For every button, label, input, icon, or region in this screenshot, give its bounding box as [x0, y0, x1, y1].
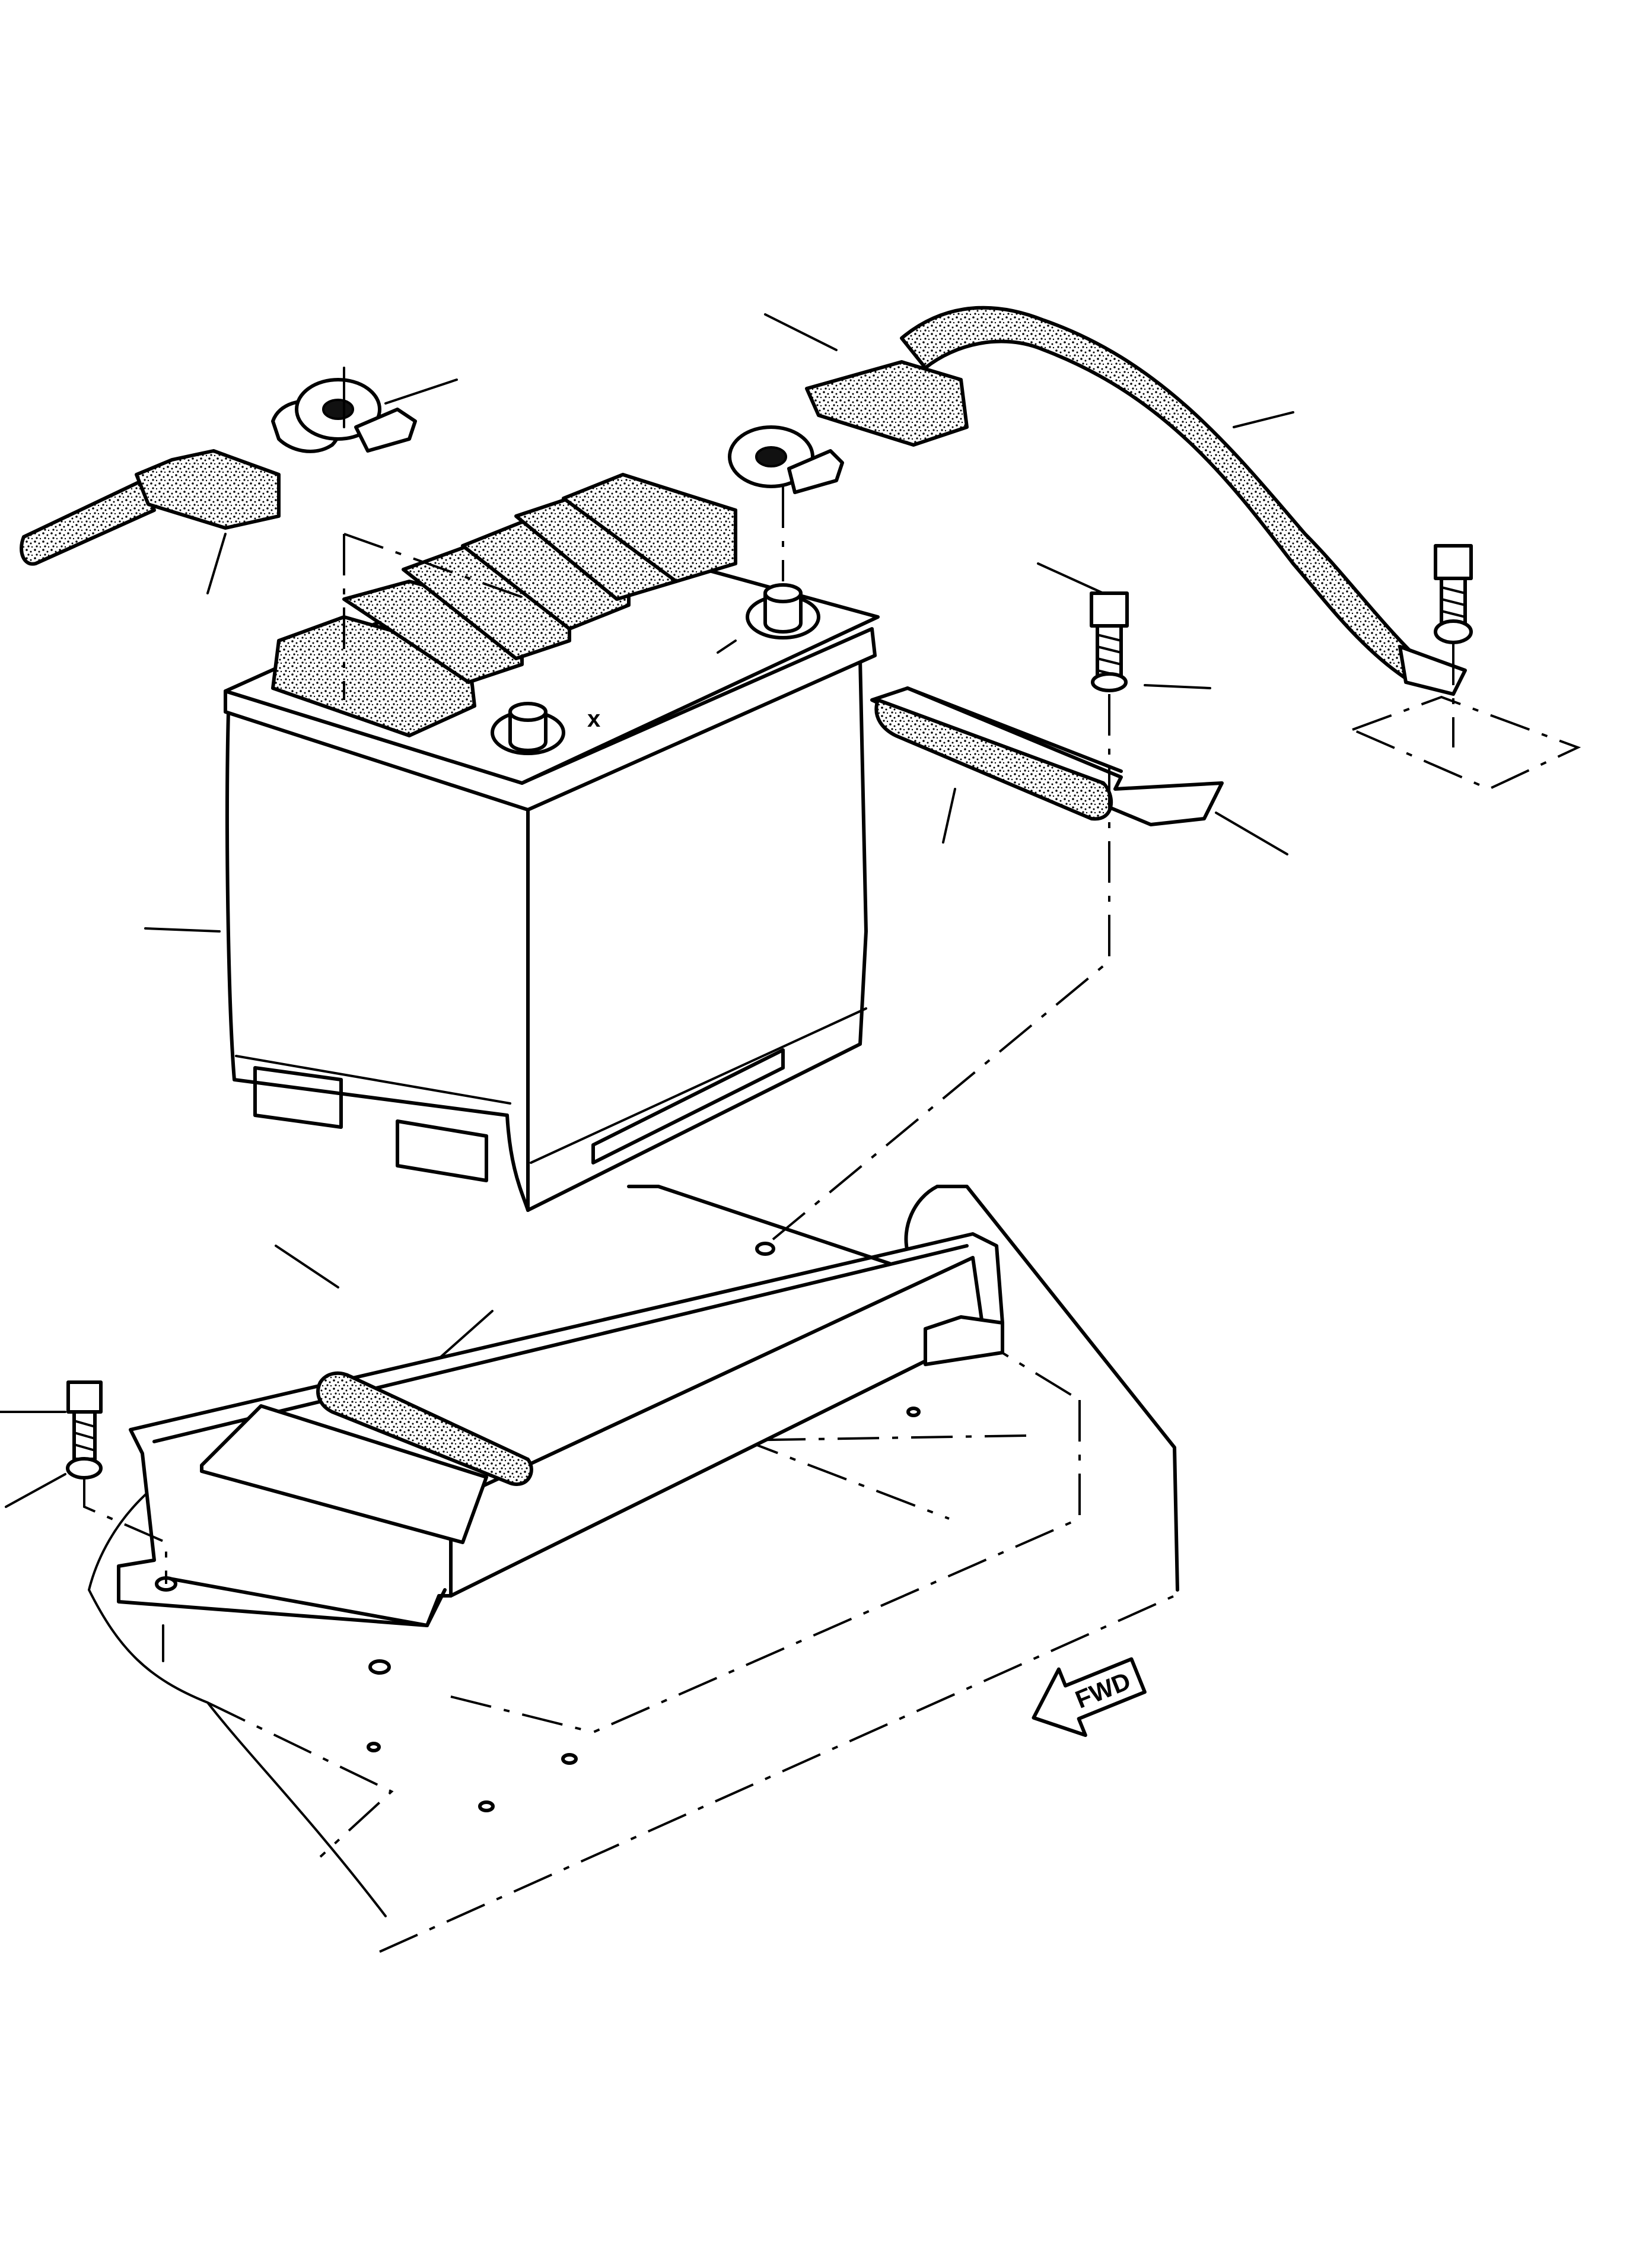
callout-leader-lines — [0, 313, 1294, 1662]
ground-point-outline — [1349, 695, 1581, 791]
battery-vent-ribs — [253, 1048, 785, 1182]
negative-cable — [20, 378, 417, 566]
battery: x — [224, 473, 880, 1212]
battery-positive-terminal — [746, 583, 820, 640]
hold-down-clamp — [870, 686, 1224, 826]
tray-rubber-strip — [316, 1371, 533, 1486]
ground-bolt — [1434, 544, 1473, 644]
clamp-bolt — [1090, 591, 1129, 692]
positive-cable — [728, 306, 1467, 696]
battery-negative-terminal — [491, 702, 565, 755]
assembly-center-lines — [83, 486, 1454, 1584]
terminal-mark: x — [587, 706, 600, 732]
battery-tray — [117, 1185, 1004, 1812]
tray-bolt — [66, 1380, 103, 1480]
fwd-direction-arrow: FWD — [1032, 1657, 1147, 1738]
